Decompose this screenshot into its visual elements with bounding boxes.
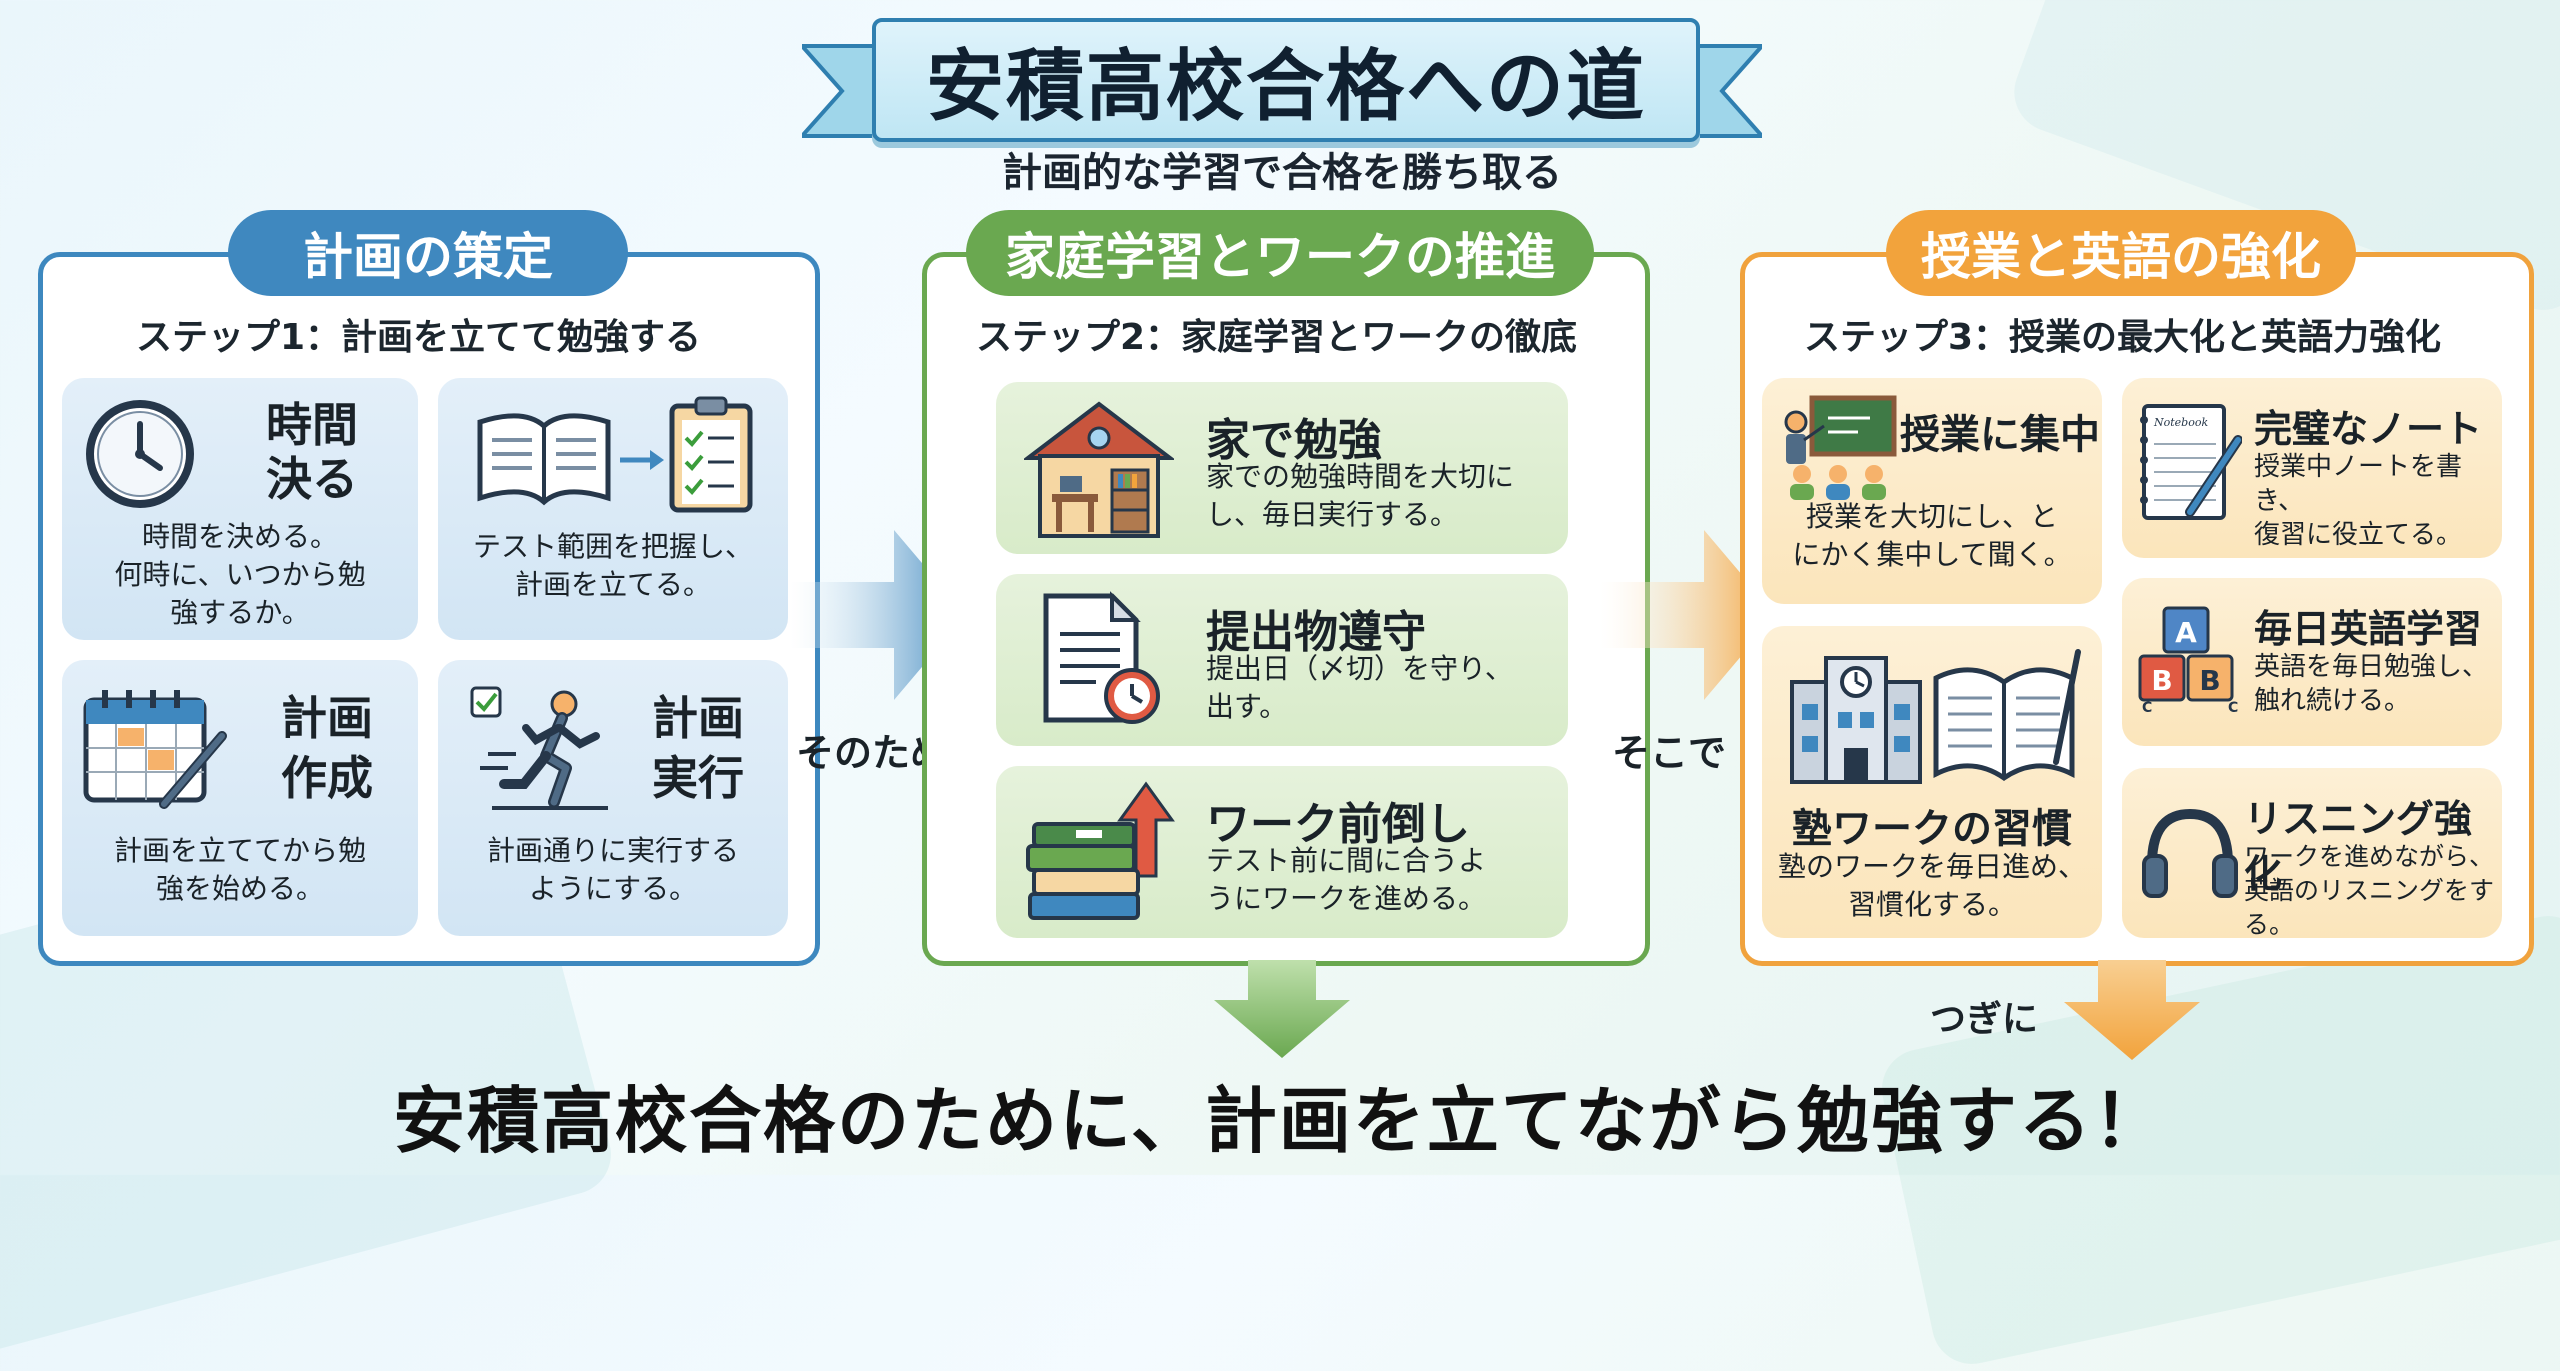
- abc-blocks-icon: A B B C C: [2138, 606, 2238, 714]
- card-description: テスト前に間に合うよ うにワークを進める。: [1206, 844, 1487, 915]
- book-to-checklist-icon: [477, 396, 753, 513]
- arrow-down-icon: [1214, 960, 1350, 1058]
- svg-text:A: A: [2175, 616, 2197, 649]
- card-description: 塾のワークを毎日進め、 習慣化する。: [1777, 850, 2086, 921]
- svg-text:B: B: [2151, 664, 2172, 697]
- step-title: ステップ3：授業の最大化と英語力強化: [1804, 317, 2442, 358]
- arrow-down-icon: [2064, 960, 2200, 1060]
- notebook-label: Notebook: [2153, 416, 2208, 429]
- books-arrow-up-icon: [1026, 781, 1175, 920]
- section-label: 家庭学習とワークの推進: [966, 210, 1594, 296]
- clock-icon: [86, 400, 194, 508]
- running-person-icon: [470, 686, 608, 810]
- classroom-icon: [1784, 395, 1897, 500]
- title-banner: 安積高校合格への道: [872, 18, 1700, 142]
- card-title: 計画 作成: [281, 691, 373, 805]
- card-description: 授業中ノートを書き、 復習に役立てる。: [2254, 452, 2463, 550]
- card-title: 毎日英語学習: [2254, 607, 2483, 651]
- card-description: ワークを進めながら、 英語のリスニングをする。: [2244, 842, 2495, 939]
- step-title: ステップ1：計画を立てて勉強する: [136, 317, 702, 358]
- card-description: 時間を決める。 何時に、いつから勉 強するか。: [114, 520, 366, 629]
- card-perfect-note: Notebook 完璧なノート 授業中ノートを書き、 復習に役立てる。: [2122, 378, 2502, 558]
- notebook-pen-icon: Notebook: [2140, 404, 2242, 520]
- card-title: 塾ワークの習慣: [1792, 806, 2072, 852]
- card-description: 授業を大切にし、と にかく集中して聞く。: [1792, 500, 2072, 571]
- card-test-range: テスト範囲を把握し、 計画を立てる。: [438, 378, 788, 640]
- card-title: ワーク前倒し: [1206, 799, 1470, 850]
- card-title: 計画 実行: [652, 691, 744, 805]
- card-description: 計画を立ててから勉 強を始める。: [113, 834, 366, 905]
- card-juku-work: 塾ワークの習慣 塾のワークを毎日進め、 習慣化する。: [1762, 626, 2102, 938]
- arrow-right-icon: [1600, 530, 1776, 700]
- card-title: 時間 決る: [266, 398, 358, 506]
- card-title: リスニング強化: [2244, 797, 2473, 896]
- card-listening: リスニング強化 ワークを進めながら、 英語のリスニングをする。: [2122, 768, 2502, 939]
- card-title: 家で勉強: [1206, 415, 1382, 466]
- step-title: ステップ2：家庭学習とワークの徹底: [976, 317, 1578, 358]
- card-home-study: 家で勉強 家での勉強時間を大切に し、毎日実行する。: [996, 382, 1568, 554]
- section-label: 授業と英語の強化: [1886, 210, 2356, 296]
- connector-label: つぎに: [1930, 999, 2039, 1040]
- card-title: 完璧なノート: [2254, 407, 2483, 451]
- document-clock-icon: [1043, 591, 1160, 724]
- card-class-focus: 授業に集中 授業を大切にし、と にかく集中して聞く。: [1762, 378, 2102, 604]
- svg-text:C: C: [2228, 700, 2238, 714]
- card-time: 時間 決る 時間を決める。 何時に、いつから勉 強するか。: [62, 378, 418, 640]
- card-work-ahead: ワーク前倒し テスト前に間に合うよ うにワークを進める。: [996, 766, 1568, 938]
- footer-conclusion: 安積高校合格のために、計画を立てながら勉強する！: [393, 1079, 2167, 1163]
- card-description: 英語を毎日勉強し、 触れ続ける。: [2254, 652, 2489, 716]
- house-desk-icon: [1024, 401, 1174, 538]
- headphones-icon: [2142, 808, 2238, 898]
- card-title: 授業に集中: [1900, 412, 2100, 458]
- section-label: 計画の策定: [228, 210, 628, 296]
- card-description: 計画通りに実行する ようにする。: [486, 834, 739, 905]
- school-book-icon: [1790, 649, 2081, 784]
- card-description: テスト範囲を把握し、 計画を立てる。: [472, 530, 753, 601]
- calendar-pen-icon: [83, 690, 227, 809]
- card-execute-plan: 計画 実行 計画通りに実行する ようにする。: [438, 660, 788, 936]
- card-title: 提出物遵守: [1206, 607, 1426, 658]
- connector-label: そこで: [1612, 731, 1727, 775]
- card-description: 家での勉強時間を大切に し、毎日実行する。: [1206, 460, 1515, 531]
- svg-text:B: B: [2199, 664, 2220, 697]
- svg-text:C: C: [2142, 700, 2152, 714]
- card-submissions: 提出物遵守 提出日（〆切）を守り、 出す。: [996, 574, 1568, 746]
- page-title: 安積高校合格への道: [925, 42, 1646, 132]
- card-daily-english: A B B C C 毎日英語学習 英語を毎日勉強し、 触れ続ける。: [2122, 578, 2502, 746]
- page-subtitle: 計画的な学習で合格を勝ち取る: [1002, 150, 1562, 196]
- card-description: 提出日（〆切）を守り、 出す。: [1206, 652, 1513, 723]
- card-make-plan: 計画 作成 計画を立ててから勉 強を始める。: [62, 660, 418, 936]
